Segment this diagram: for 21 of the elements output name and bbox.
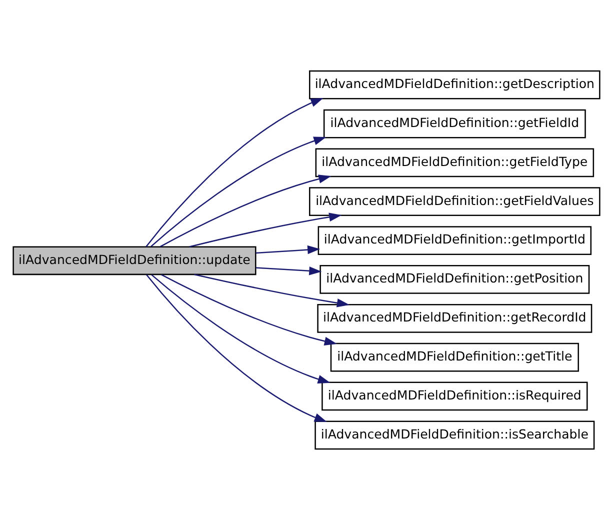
node-box: ilAdvancedMDFieldDefinition::getFieldValues bbox=[309, 187, 600, 216]
arrow bbox=[256, 245, 320, 254]
arrow bbox=[194, 274, 350, 308]
arrow bbox=[160, 174, 332, 248]
arrow bbox=[161, 274, 338, 346]
node-box: ilAdvancedMDFieldDefinition::update bbox=[12, 246, 256, 276]
arrow bbox=[256, 266, 322, 276]
node-box: ilAdvancedMDFieldDefinition::getTitle bbox=[330, 342, 579, 372]
arrow bbox=[151, 274, 330, 384]
node-box: ilAdvancedMDFieldDefinition::getImportId bbox=[318, 226, 592, 255]
arrow bbox=[150, 136, 326, 247]
node-box: ilAdvancedMDFieldDefinition::getPosition bbox=[320, 265, 590, 294]
node-box: ilAdvancedMDFieldDefinition::getFieldType bbox=[315, 148, 594, 178]
node-box: ilAdvancedMDFieldDefinition::getFieldId bbox=[323, 109, 586, 138]
arrow bbox=[146, 98, 324, 248]
node-box: ilAdvancedMDFieldDefinition::isRequired bbox=[322, 382, 588, 411]
arrow bbox=[146, 274, 328, 422]
arrow bbox=[189, 212, 342, 248]
node-box: ilAdvancedMDFieldDefinition::getRecordId bbox=[317, 304, 592, 333]
node-box: ilAdvancedMDFieldDefinition::getDescription bbox=[309, 70, 600, 100]
node-box: ilAdvancedMDFieldDefinition::isSearchable bbox=[314, 420, 595, 450]
